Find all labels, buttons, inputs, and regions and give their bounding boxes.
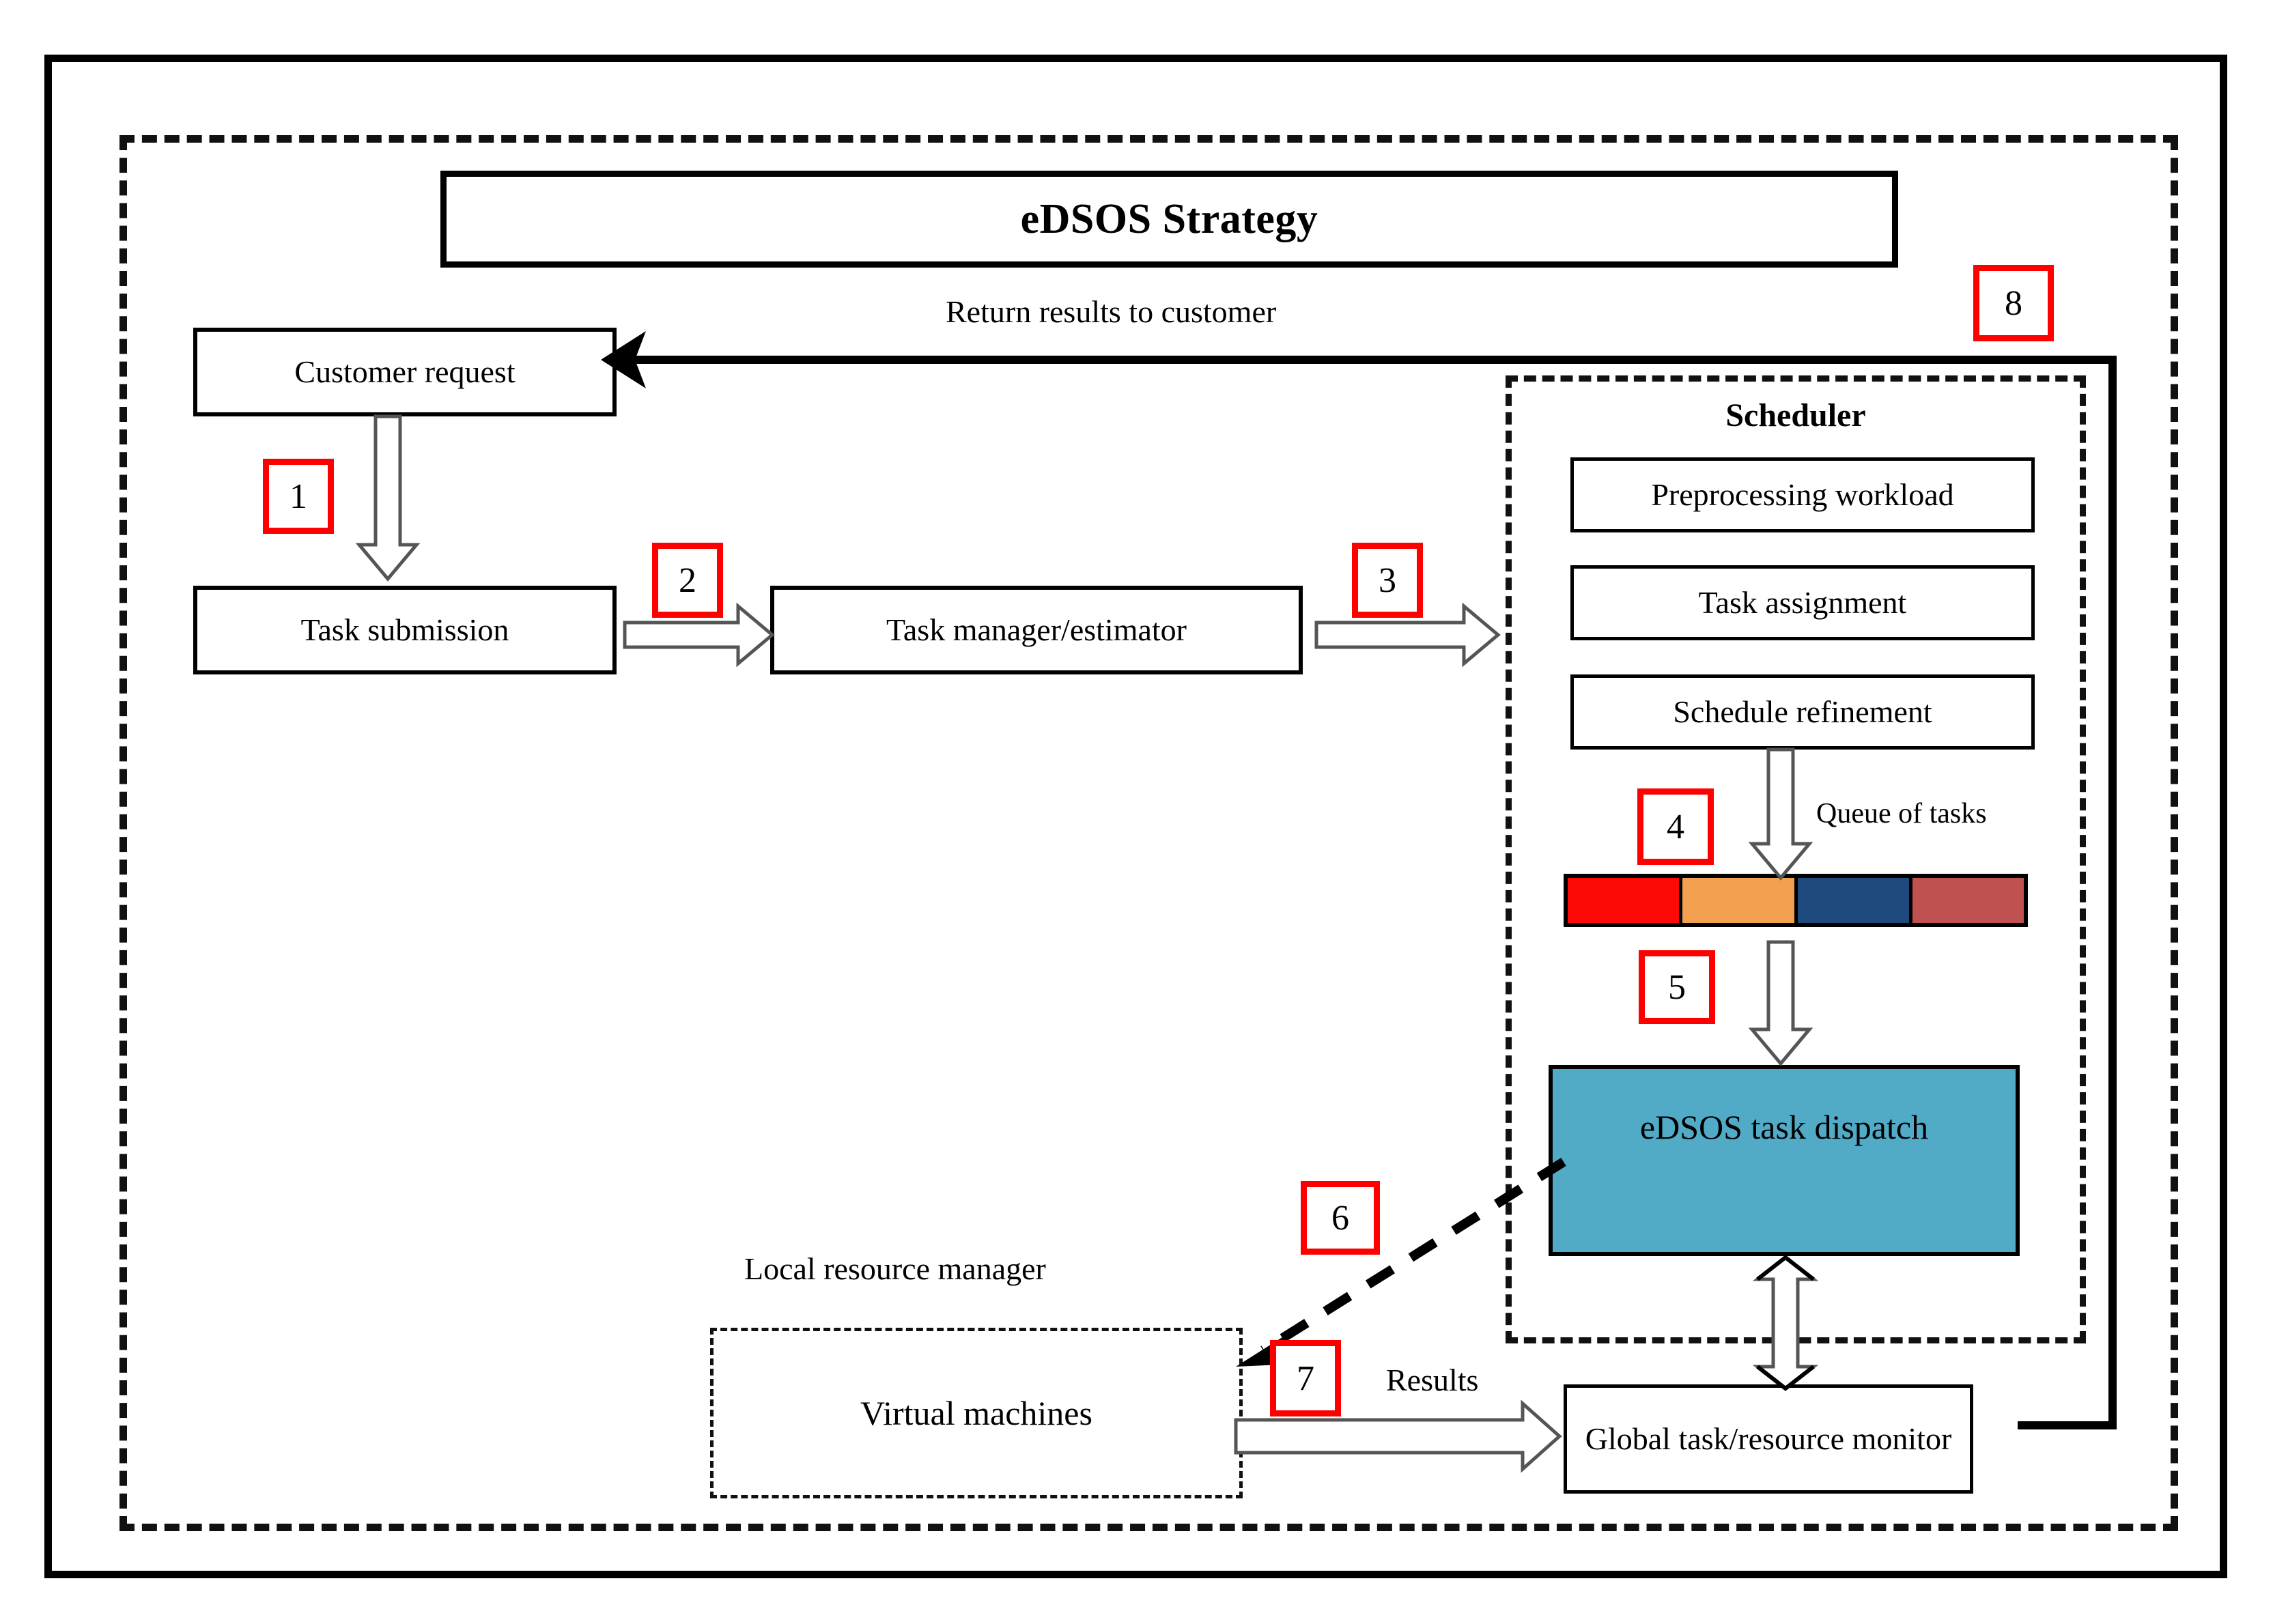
box-customer-request[interactable]: Customer request [193,328,617,416]
step-badge-6: 6 [1301,1181,1380,1255]
step-badge-2: 2 [652,543,723,618]
queue-of-tasks-bar [1564,874,2028,927]
arrow-dispatch-monitor-bidirectional [1741,1255,1830,1391]
box-global-task-resource-monitor[interactable]: Global task/resource monitor [1564,1384,1973,1494]
box-task-assignment[interactable]: Task assignment [1570,565,2035,640]
page-title: eDSOS Strategy [1020,195,1318,242]
queue-segment-brick [1912,878,2024,923]
step-badge-5: 5 [1639,950,1715,1024]
box-task-manager-estimator[interactable]: Task manager/estimator [770,586,1303,674]
queue-segment-red [1568,878,1683,923]
system-boundary [119,135,2178,1531]
step-badge-7: 7 [1270,1340,1341,1416]
step-badge-4: 4 [1637,788,1714,865]
step-badge-3: 3 [1352,543,1423,618]
box-schedule-refinement[interactable]: Schedule refinement [1570,674,2035,750]
queue-segment-navy [1797,878,1912,923]
queue-of-tasks-label: Queue of tasks [1816,798,1987,829]
diagram-title-box: eDSOS Strategy [440,171,1898,268]
box-edsos-task-dispatch[interactable]: eDSOS task dispatch [1549,1065,2020,1256]
return-results-label: Return results to customer [946,294,1277,329]
arrow-step-7 [1234,1399,1564,1473]
scheduler-label: Scheduler [1725,397,1866,433]
return-line-right [2108,356,2117,1429]
arrow-step-3 [1314,602,1501,668]
outer-frame [44,55,2227,1578]
queue-segment-orange [1682,878,1798,923]
local-resource-manager-label: Local resource manager [744,1251,1046,1286]
step-badge-1: 1 [263,459,334,534]
box-virtual-machines[interactable]: Virtual machines [710,1328,1243,1498]
return-arrowhead-icon [601,331,649,388]
arrow-step-1 [355,414,421,582]
arrow-step-5 [1748,940,1813,1066]
arrow-step-2 [623,602,775,668]
step-badge-8: 8 [1973,265,2054,341]
return-line-top [635,356,2117,364]
arrow-step-6-dashed [1222,1154,1577,1372]
box-preprocessing-workload[interactable]: Preprocessing workload [1570,457,2035,532]
return-line-bottom [2018,1421,2117,1429]
results-label: Results [1386,1363,1479,1397]
arrow-step-4 [1748,747,1813,881]
box-task-submission[interactable]: Task submission [193,586,617,674]
